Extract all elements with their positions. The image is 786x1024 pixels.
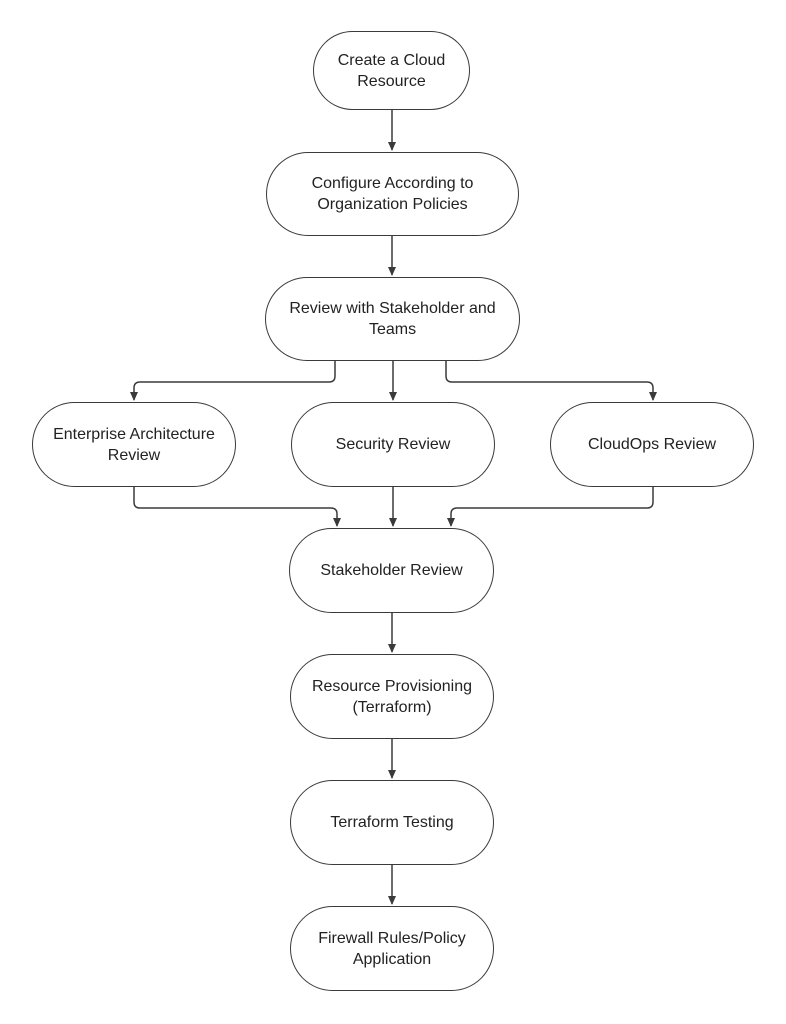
node-terraform-testing-label: Terraform Testing bbox=[330, 814, 454, 831]
node-stakeholder-review: Stakeholder Review bbox=[289, 528, 494, 613]
arrow-review-to-cloudops bbox=[445, 361, 657, 401]
node-cloudops-review-label: CloudOps Review bbox=[587, 436, 717, 453]
arrow-cloudops-to-stakeholder bbox=[447, 487, 654, 527]
node-security-review: Security Review bbox=[291, 402, 495, 487]
node-resource-provisioning-terraform-label: Resource Provisioning (Terraform) bbox=[311, 677, 473, 716]
node-create-cloud-resource: Create a Cloud Resource bbox=[313, 31, 470, 110]
node-configure-organization-policies: Configure According to Organization Poli… bbox=[266, 152, 519, 236]
node-security-review-label: Security Review bbox=[335, 436, 451, 453]
arrow-review-to-enterprise-architecture bbox=[130, 361, 336, 401]
node-configure-organization-policies-label: Configure According to Organization Poli… bbox=[311, 175, 474, 213]
arrow-enterprise-architecture-to-stakeholder bbox=[133, 487, 341, 527]
node-terraform-testing: Terraform Testing bbox=[290, 780, 494, 865]
node-stakeholder-review-label: Stakeholder Review bbox=[320, 562, 463, 579]
node-enterprise-architecture-review: Enterprise Architecture Review bbox=[32, 402, 236, 487]
node-cloudops-review: CloudOps Review bbox=[550, 402, 754, 487]
node-resource-provisioning-terraform: Resource Provisioning (Terraform) bbox=[290, 654, 494, 739]
node-create-cloud-resource-label: Create a Cloud Resource bbox=[337, 51, 446, 90]
node-firewall-rules-policy-application-label: Firewall Rules/Policy Application bbox=[318, 929, 466, 968]
node-review-with-stakeholder-and-teams-label: Review with Stakeholder and Teams bbox=[289, 300, 496, 338]
node-review-with-stakeholder-and-teams: Review with Stakeholder and Teams bbox=[265, 277, 520, 361]
node-enterprise-architecture-review-label: Enterprise Architecture Review bbox=[53, 425, 215, 464]
node-firewall-rules-policy-application: Firewall Rules/Policy Application bbox=[290, 906, 494, 991]
